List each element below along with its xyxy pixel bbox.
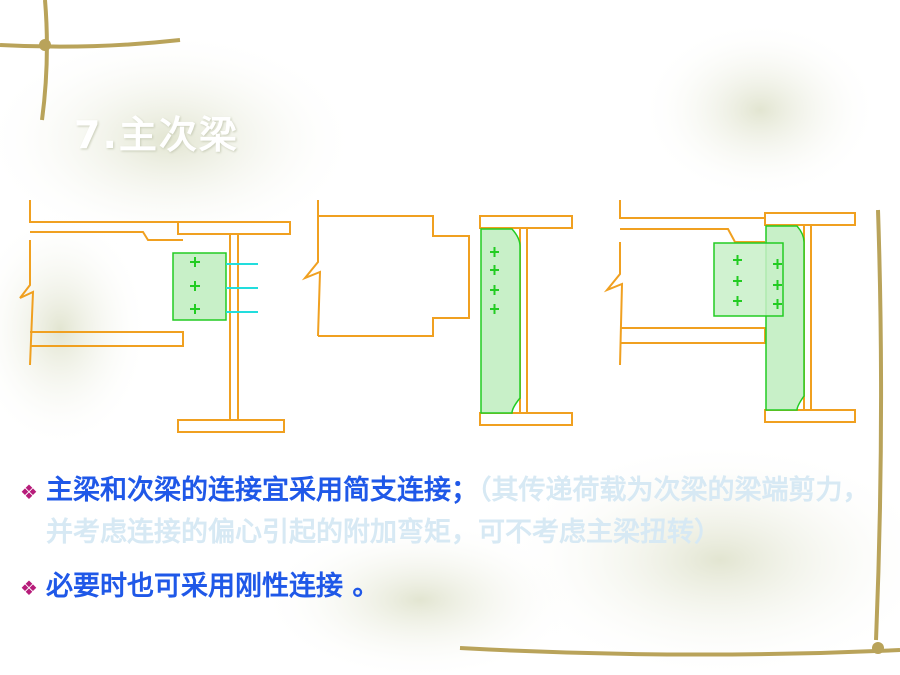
secondary-beam-3-top [619, 200, 765, 219]
secondary-beam-3-mid [620, 228, 765, 243]
diagram-simple-connection [19, 200, 291, 433]
main-beam-bottom-flange [177, 419, 285, 433]
bolt-group [190, 257, 200, 314]
diagram-stiffener-connection [301, 200, 573, 426]
bullet-item-rigid-connection: ❖ 必要时也可采用刚性连接 。 [10, 566, 890, 608]
secondary-beam-3-bottom [620, 327, 766, 344]
connection-diagrams [19, 200, 856, 433]
secondary-beam-3-break [603, 242, 624, 366]
bullet-note-text: （其传递荷载为次梁的梁端剪力，并考虑连接的偏心引起的附加弯矩，可不考虑主梁扭转） [46, 475, 870, 548]
main-beam-3-top-flange [764, 212, 856, 226]
weld-lines [226, 263, 258, 313]
secondary-beam-2-break [301, 216, 322, 337]
bolt-group-3 [733, 255, 782, 309]
secondary-beam-bottom-flange [30, 331, 184, 347]
main-beam-3-bottom-flange [764, 409, 856, 423]
main-beam-2-bottom-flange [479, 412, 573, 426]
stiffener-plate-2 [480, 228, 521, 414]
bullet-item-simple-connection: ❖ 主梁和次梁的连接宜采用简支连接；（其传递荷载为次梁的梁端剪力，并考虑连接的偏… [10, 470, 890, 554]
slide-title: 7.主次梁 [74, 113, 239, 157]
secondary-beam-top-flange [29, 200, 183, 223]
main-beam-2-top-flange [479, 215, 573, 229]
bullet-list: ❖ 主梁和次梁的连接宜采用简支连接；（其传递荷载为次梁的梁端剪力，并考虑连接的偏… [10, 470, 890, 608]
secondary-beam-2-top [317, 200, 470, 337]
main-beam-top-flange [177, 221, 291, 235]
bullet-marker-icon: ❖ [20, 576, 38, 600]
bolt-group-2 [490, 247, 499, 314]
secondary-beam-top-flange-inner [30, 231, 183, 241]
cover-plate-3 [713, 242, 784, 317]
bullet-main-text: 必要时也可采用刚性连接 。 [46, 571, 380, 602]
bullet-marker-icon: ❖ [20, 480, 38, 504]
secondary-beam-break [19, 240, 35, 366]
bullet-main-text: 主梁和次梁的连接宜采用简支连接； [46, 475, 478, 506]
